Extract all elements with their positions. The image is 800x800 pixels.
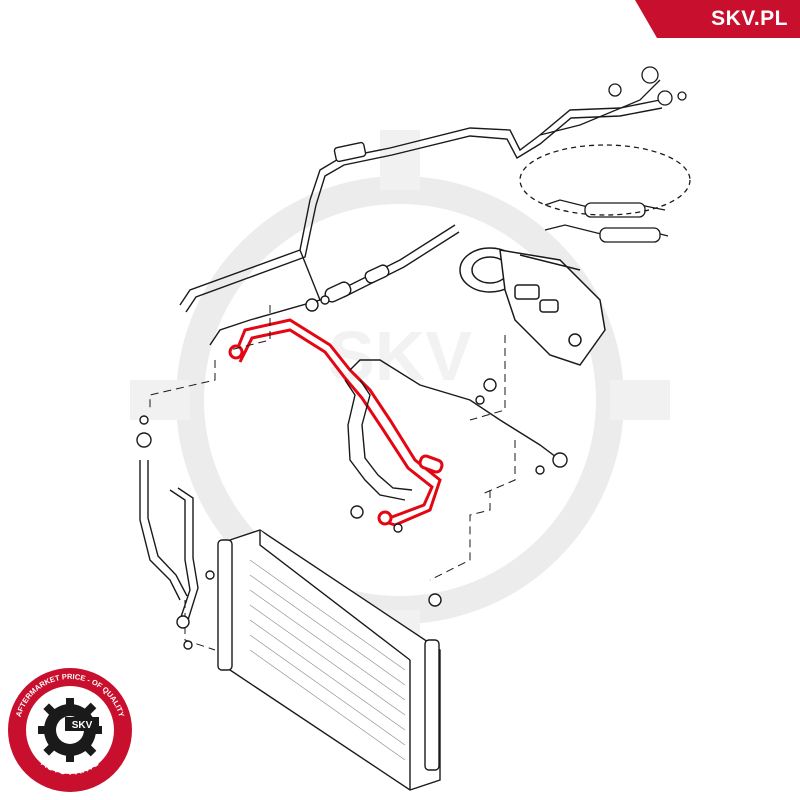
upper-tube-line: [179, 99, 663, 346]
watermark-text: SKV: [328, 317, 472, 395]
skv-logo: SKV AFTERMARKET PRICE - OF QUALITY AUTO …: [8, 668, 132, 792]
compressor: [459, 247, 606, 366]
logo-name: SKV: [72, 720, 93, 731]
site-label[interactable]: SKV.PL: [711, 7, 788, 30]
discharge-line: [344, 359, 568, 533]
left-vertical-pipe: [136, 415, 199, 650]
highlighted-hose: [228, 318, 444, 527]
upper-right-fittings: [519, 66, 691, 243]
brand-tab: [635, 0, 800, 38]
suction-line: [305, 224, 460, 312]
dashed-guides: [149, 305, 516, 651]
condenser: [205, 529, 442, 791]
